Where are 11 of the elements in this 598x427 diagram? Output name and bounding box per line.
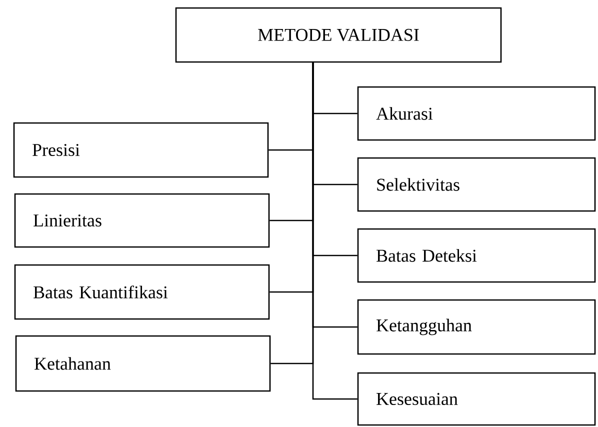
category-box: Selektivitas: [357, 157, 596, 212]
title-box: METODE VALIDASI: [175, 7, 502, 63]
category-box: Batas Deteksi: [357, 228, 596, 283]
connector-line: [312, 62, 358, 400]
category-box: Ketangguhan: [357, 299, 596, 355]
category-box: Kesesuaian: [357, 372, 596, 426]
category-box: Batas Kuantifikasi: [14, 264, 270, 320]
category-box: Akurasi: [357, 86, 596, 141]
category-box: Presisi: [13, 122, 269, 178]
category-box: Ketahanan: [15, 335, 271, 392]
category-box: Linieritas: [14, 193, 270, 248]
